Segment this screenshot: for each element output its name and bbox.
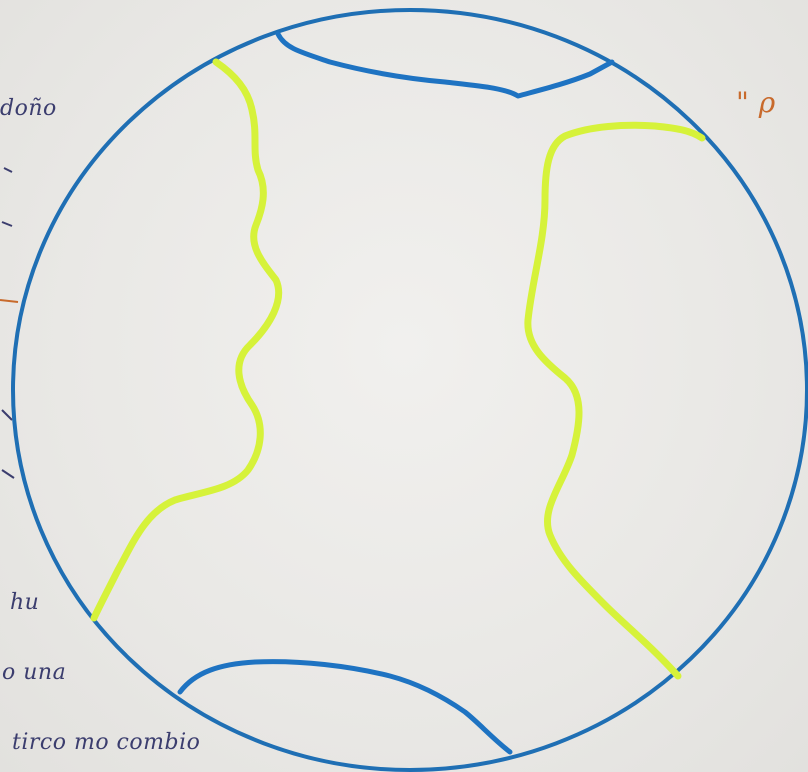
land-line-right (528, 125, 702, 676)
left-edge-mark-4 (2, 410, 12, 420)
left-edge-mark-5 (2, 470, 14, 478)
left-edge-mark-1 (4, 168, 12, 172)
globe-outline (13, 10, 807, 770)
left-edge-mark-3 (0, 300, 18, 302)
left-edge-mark-2 (2, 222, 12, 226)
water-line-top (278, 34, 612, 96)
water-line-bottom (180, 662, 510, 752)
land-line-left (94, 62, 279, 618)
